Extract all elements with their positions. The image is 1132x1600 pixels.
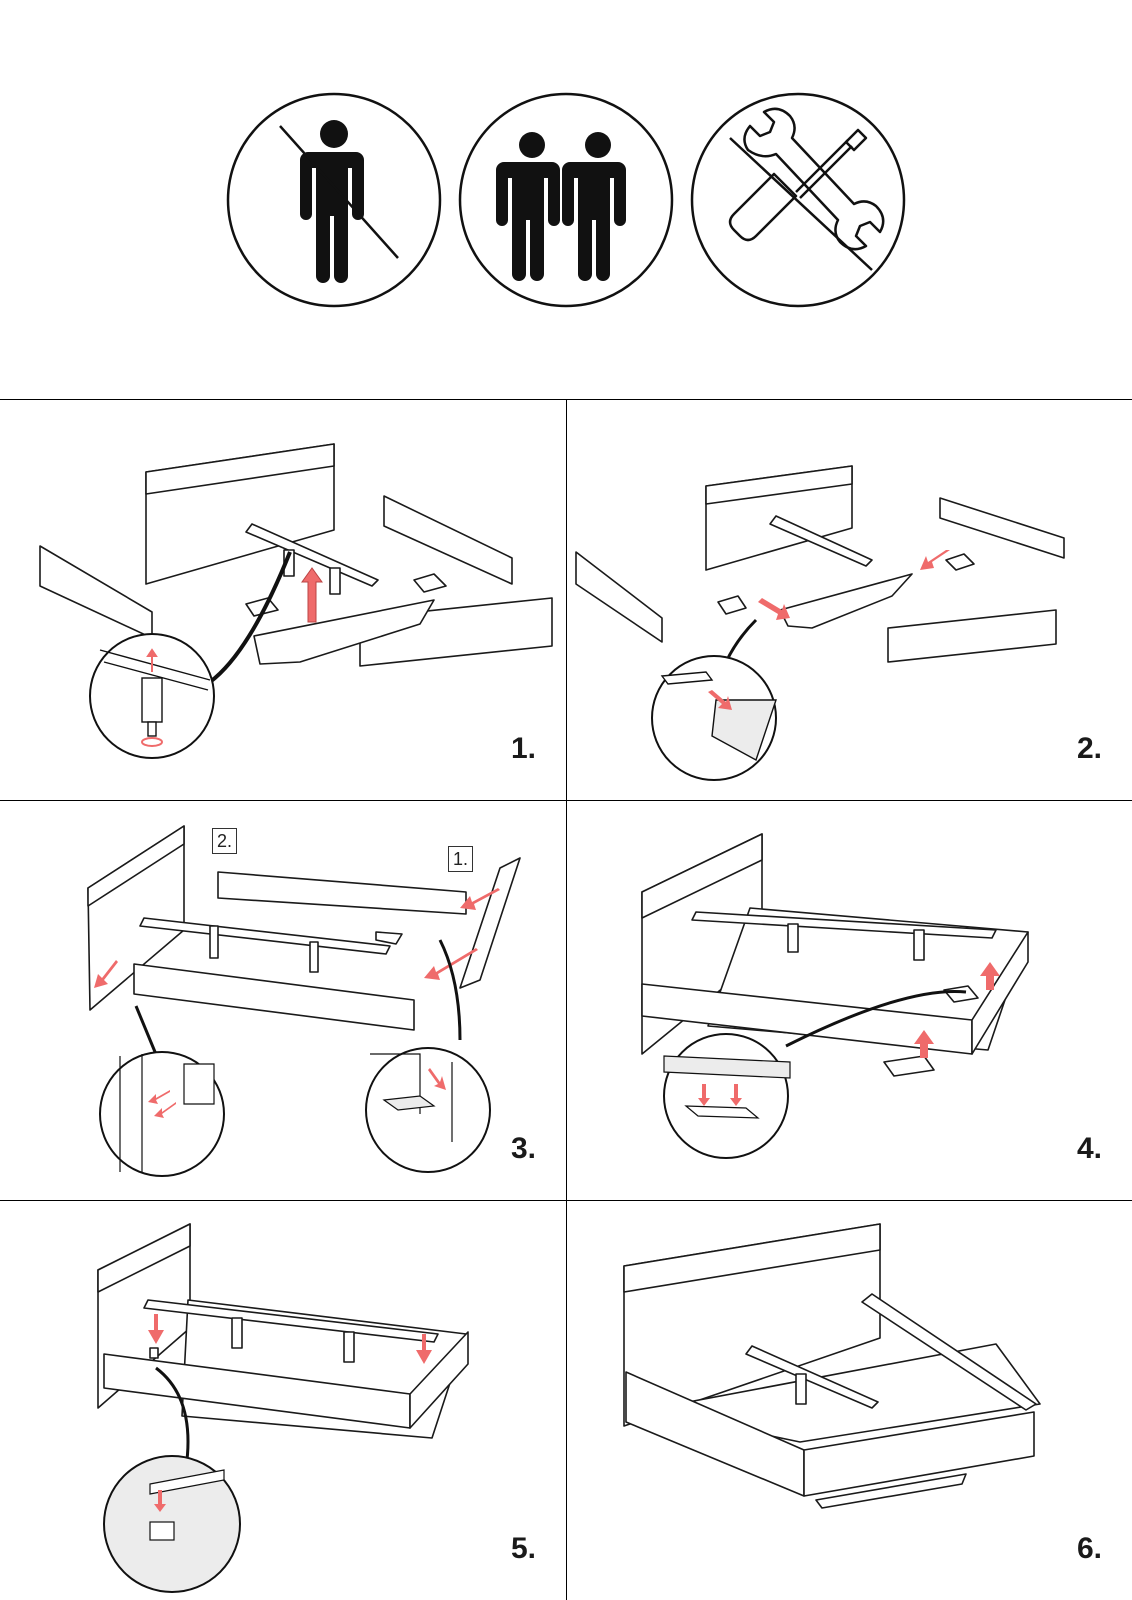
step-4-panel: 4. [566,800,1132,1200]
step-5-number: 5. [511,1532,536,1566]
step-6-number: 6. [1077,1532,1102,1566]
step-1-illustration [0,400,566,800]
step-3-panel: 2. 1. 3. [0,800,566,1200]
step-3-illustration [0,800,566,1200]
step-4-illustration [566,800,1132,1200]
step-1-number: 1. [511,732,536,766]
no-tools-icon [692,94,904,306]
step-2-panel: 2. [566,400,1132,800]
header-icons [0,0,1132,340]
step-1-panel: 1. [0,400,566,800]
step-2-number: 2. [1077,732,1102,766]
step-2-illustration [566,400,1132,800]
step-4-number: 4. [1077,1132,1102,1166]
step-5-panel: 5. [0,1200,566,1600]
step-6-illustration [566,1200,1132,1600]
one-person-crossed-icon [228,94,440,306]
step-3-sublabel-1: 1. [448,846,473,872]
two-persons-icon [460,94,672,306]
step-3-number: 3. [511,1132,536,1166]
step-5-illustration [0,1200,566,1600]
step-6-panel: 6. [566,1200,1132,1600]
step-3-sublabel-2: 2. [212,828,237,854]
